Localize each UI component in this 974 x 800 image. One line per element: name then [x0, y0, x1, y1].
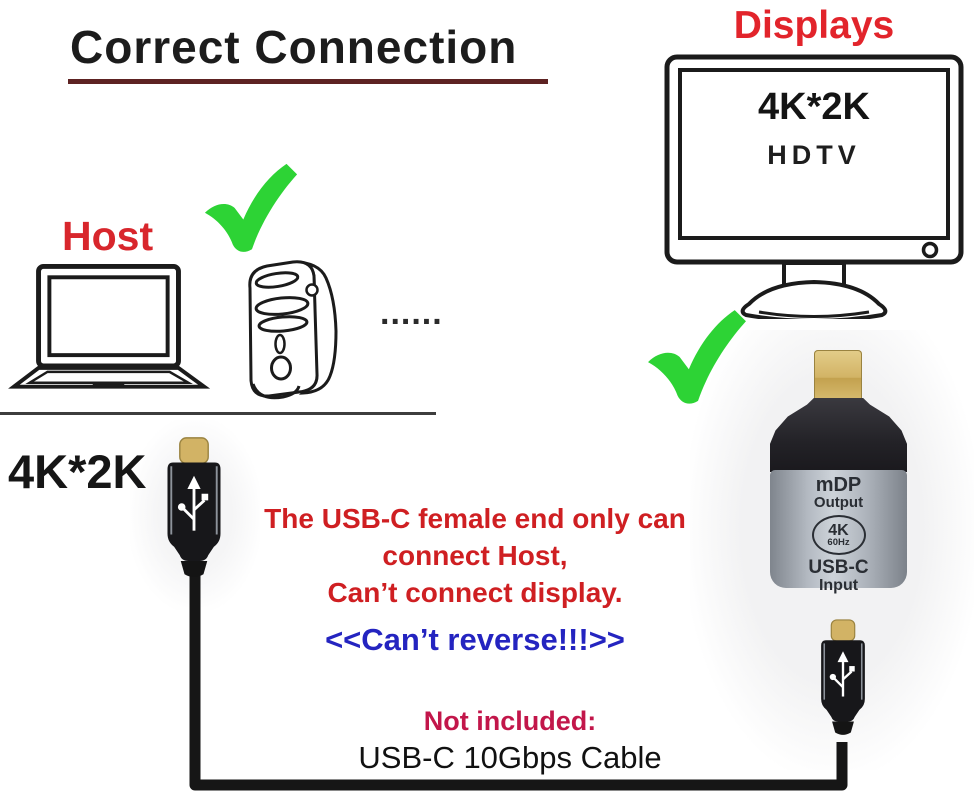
usb-cable-path — [189, 568, 848, 791]
adapter-body: mDP Output 4K 60Hz USB-C Input — [770, 470, 907, 594]
adapter-output-label: Output — [813, 494, 864, 511]
adapter-shoulder — [770, 398, 907, 472]
monitor-power-icon — [921, 241, 939, 259]
usb-c-connector-left — [167, 437, 221, 578]
monitor-hdtv-label: HDTV — [767, 140, 861, 170]
title-underline — [68, 79, 548, 84]
usb-c-plug-tip — [830, 619, 856, 642]
warning-line-3: Can’t connect display. — [327, 577, 623, 608]
usb-c-connector-right — [821, 619, 865, 735]
host-separator-line — [0, 412, 436, 415]
usb-c-plug-tip — [179, 437, 209, 465]
cable-name-label: USB-C 10Gbps Cable — [358, 740, 662, 775]
laptop-illustration — [8, 263, 210, 389]
adapter-badge-refresh: 60Hz — [827, 536, 850, 548]
warning-line-1: The USB-C female end only can — [264, 503, 686, 534]
host-ellipsis: ...... — [380, 294, 443, 332]
adapter-4k-badge: 4K 60Hz — [811, 515, 866, 555]
host-checkmark-icon — [204, 163, 298, 252]
adapter-usbc-label: USB-C — [808, 557, 869, 578]
host-resolution-label: 4K*2K — [8, 445, 147, 498]
adapter-mdp-label: mDP — [815, 474, 862, 496]
usb-ss-logo-icon — [177, 475, 209, 531]
warning-text: The USB-C female end only can connect Ho… — [235, 500, 715, 611]
monitor-resolution-label: 4K*2K — [758, 86, 870, 128]
adapter-illustration: mDP Output 4K 60Hz USB-C Input — [770, 350, 907, 594]
display-checkmark-icon — [648, 310, 746, 404]
warning-line-2: connect Host, — [382, 540, 568, 571]
not-included-label: Not included: — [423, 706, 597, 736]
usb-ss-logo-icon — [829, 651, 855, 697]
displays-label: Displays — [733, 4, 895, 47]
desktop-tower-illustration — [248, 260, 338, 400]
reverse-note: <<Can’t reverse!!!>> — [325, 622, 625, 657]
adapter-input-label: Input — [818, 577, 859, 594]
page-title: Correct Connection — [70, 21, 518, 73]
monitor-illustration — [664, 54, 964, 319]
host-label: Host — [62, 213, 154, 259]
adapter-mdp-plug — [814, 350, 862, 400]
adapter-badge-resolution: 4K — [828, 521, 849, 539]
